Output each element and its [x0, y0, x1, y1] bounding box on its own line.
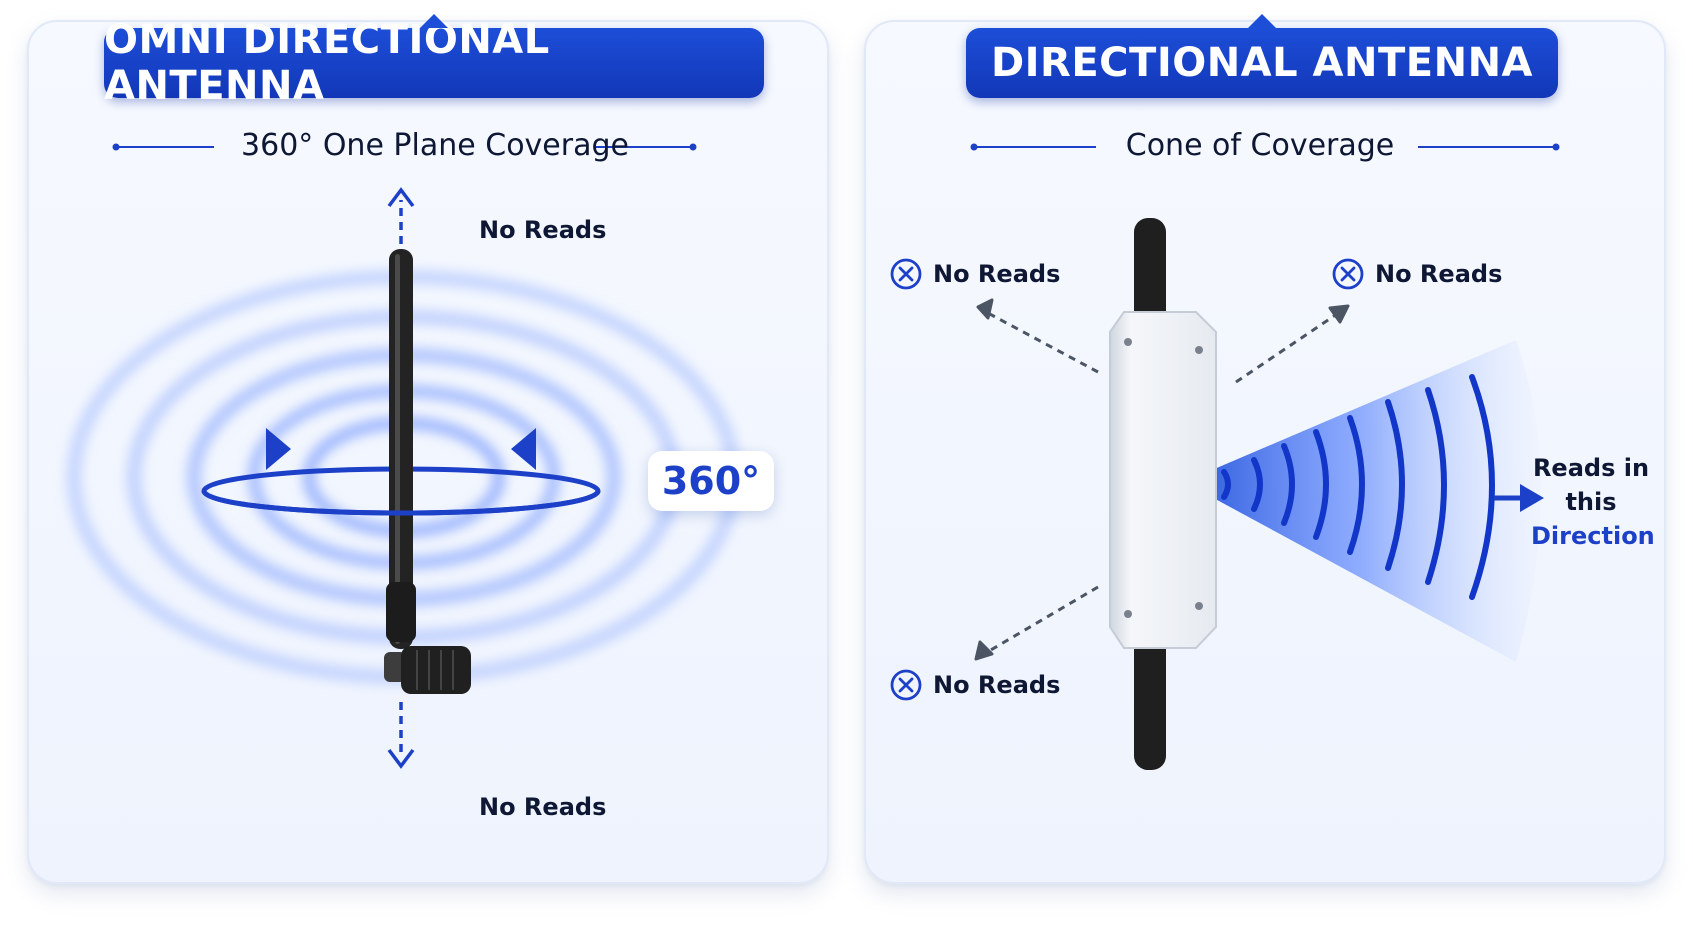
- omni-title: OMNI DIRECTIONAL ANTENNA: [104, 14, 764, 109]
- dashed-arrow-up-icon: [387, 187, 415, 244]
- direction-arrow-icon: [1494, 484, 1544, 512]
- reads-direction-label: Reads in this Direction: [1531, 451, 1655, 553]
- x-circle-icon: [890, 258, 922, 290]
- omni-subtitle: 360° One Plane Coverage: [241, 128, 629, 163]
- directional-subtitle: Cone of Coverage: [1125, 128, 1395, 163]
- directional-diagram: [970, 143, 1560, 770]
- antenna-icon: [384, 249, 471, 694]
- dashed-arrow-top-right-icon: [1235, 310, 1341, 384]
- subtitle-rule: [970, 143, 1560, 151]
- rotation-arrow-left-icon: [511, 428, 536, 470]
- reads-direction-line2: this: [1565, 488, 1617, 516]
- directional-panel: [864, 20, 1666, 884]
- no-reads-top-left: No Reads: [933, 260, 1061, 288]
- directional-antenna-enclosure: [1109, 311, 1217, 649]
- subtitle-rule: [112, 143, 697, 151]
- no-reads-top-right: No Reads: [1375, 260, 1503, 288]
- reads-direction-line1: Reads in: [1532, 454, 1650, 482]
- directional-title: DIRECTIONAL ANTENNA: [966, 14, 1558, 98]
- reads-direction-line3: Direction: [1531, 522, 1655, 550]
- signal-wave-icon: [1221, 374, 1495, 600]
- omni-top-label: No Reads: [479, 216, 607, 244]
- dashed-arrow-bottom-left-icon: [983, 585, 1099, 656]
- rotation-arrow-right-icon: [266, 428, 291, 470]
- x-circle-icon: [890, 669, 922, 701]
- rotation-badge: 360°: [648, 451, 774, 511]
- x-circle-icon: [1332, 258, 1364, 290]
- dashed-arrow-top-left-icon: [985, 310, 1099, 374]
- omni-bottom-label: No Reads: [479, 793, 607, 821]
- dashed-arrow-down-icon: [387, 702, 415, 769]
- no-reads-bottom-left: No Reads: [933, 671, 1061, 699]
